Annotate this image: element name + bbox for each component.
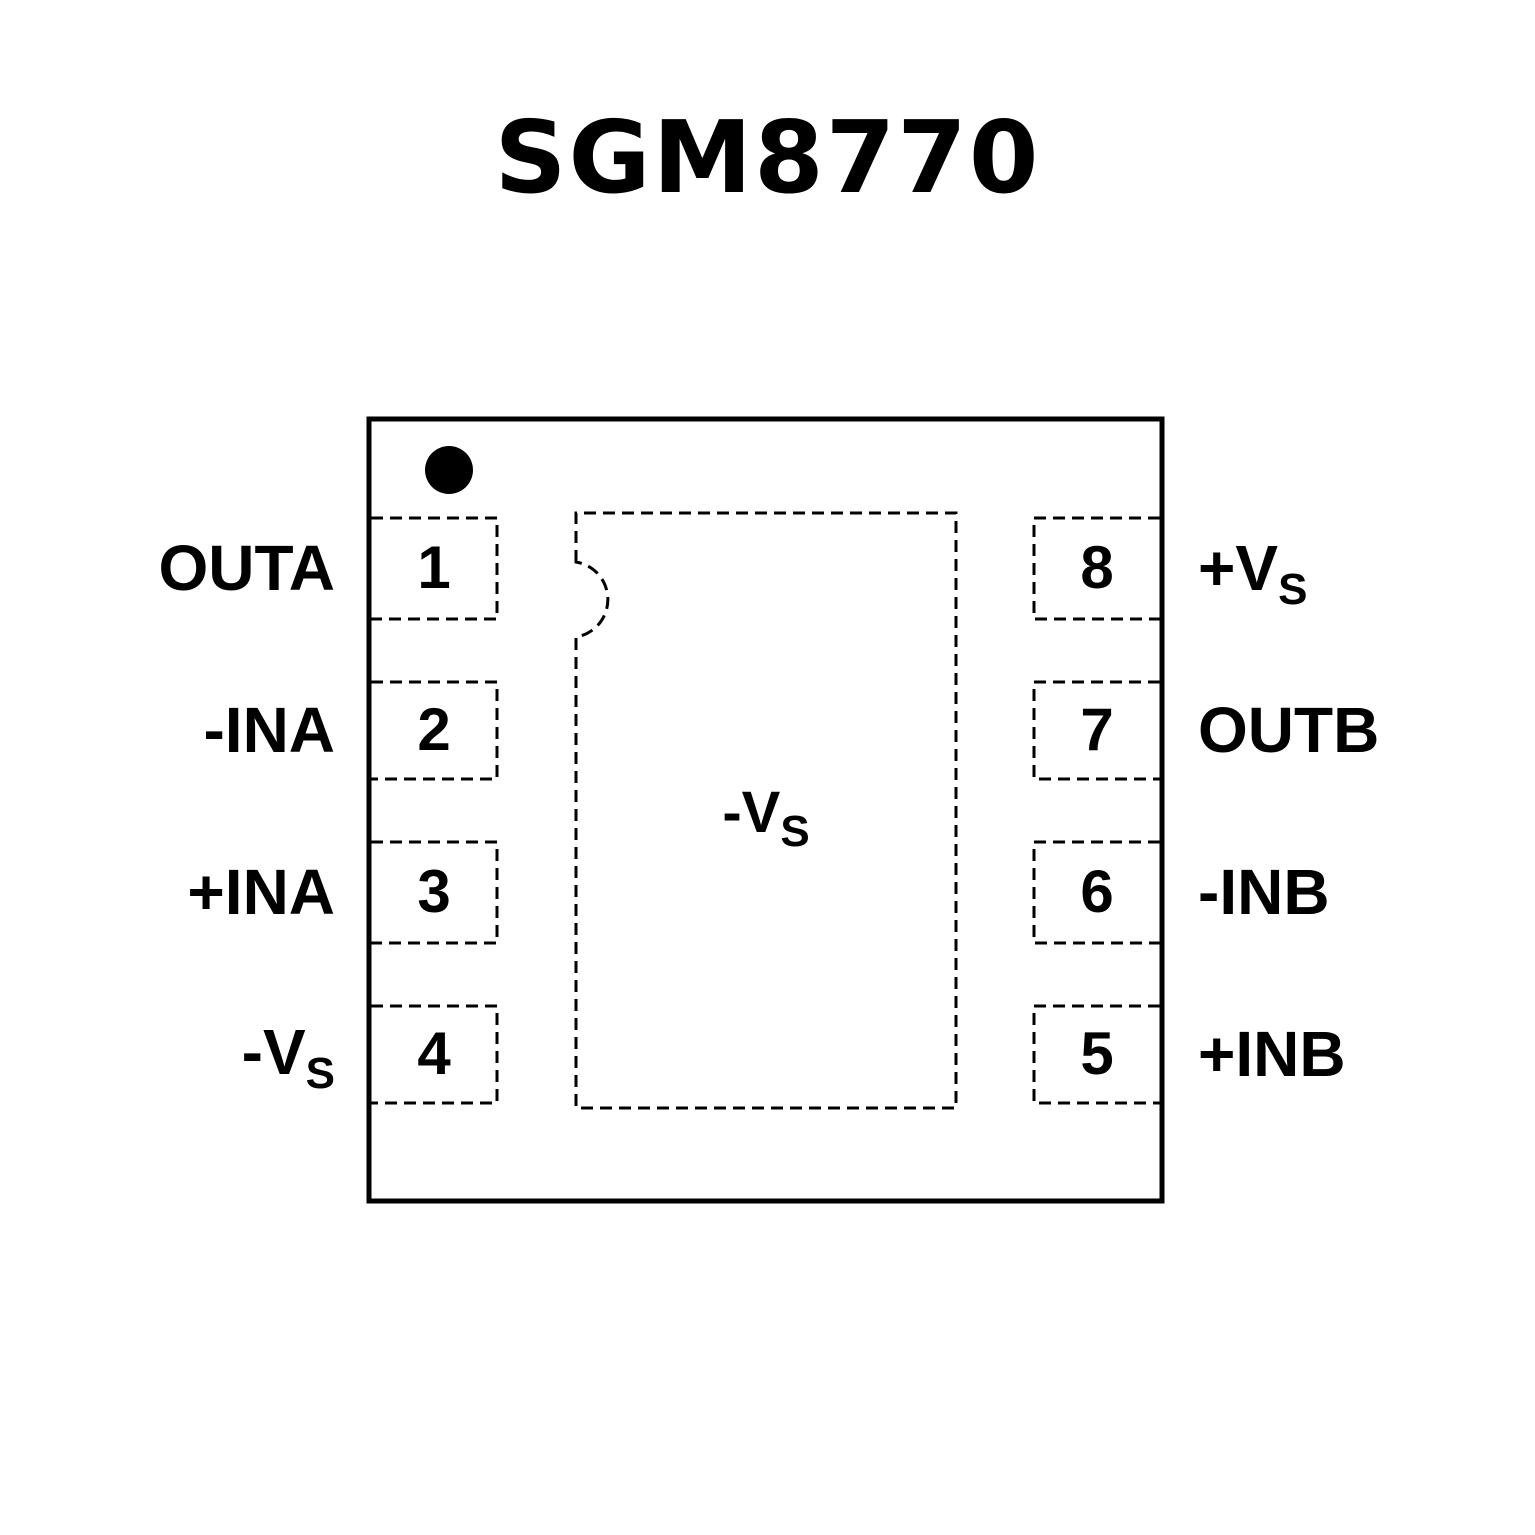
pin-label-neg-ina: -INA [203,694,335,766]
pin-number-1: 1 [417,534,451,601]
pin-label-outa: OUTA [158,532,335,604]
pin-label-pos-ina: +INA [187,856,335,928]
exposed-pad-label: -VS [722,780,810,856]
pin-label-outb: OUTB [1198,694,1380,766]
pin-label-neg-inb: -INB [1198,856,1330,928]
pad-5 [1032,1004,1160,1105]
pin-number-3: 3 [417,858,451,925]
pin-number-5: 5 [1080,1020,1114,1087]
pad-6 [1032,840,1160,945]
pad-2 [371,680,499,781]
pad-4 [371,1004,499,1105]
pin-label-pos-vs: +VS [1198,532,1308,614]
exposed-pad [574,511,958,1110]
pin1-indicator-dot [425,446,473,494]
pad-7 [1032,680,1160,781]
pin-label-neg-vs: -VS [241,1016,335,1098]
pad-3 [371,840,499,945]
pin-label-pos-inb: +INB [1198,1018,1346,1090]
pin-number-8: 8 [1080,534,1114,601]
package-body [366,416,1165,1204]
pad-8 [1032,516,1160,621]
chip-title: SGM8770 [494,99,1041,216]
pad-1 [371,516,499,621]
pin-number-4: 4 [417,1020,451,1087]
pin-number-6: 6 [1080,858,1114,925]
pin-number-7: 7 [1080,696,1114,763]
pin-number-2: 2 [417,696,451,763]
